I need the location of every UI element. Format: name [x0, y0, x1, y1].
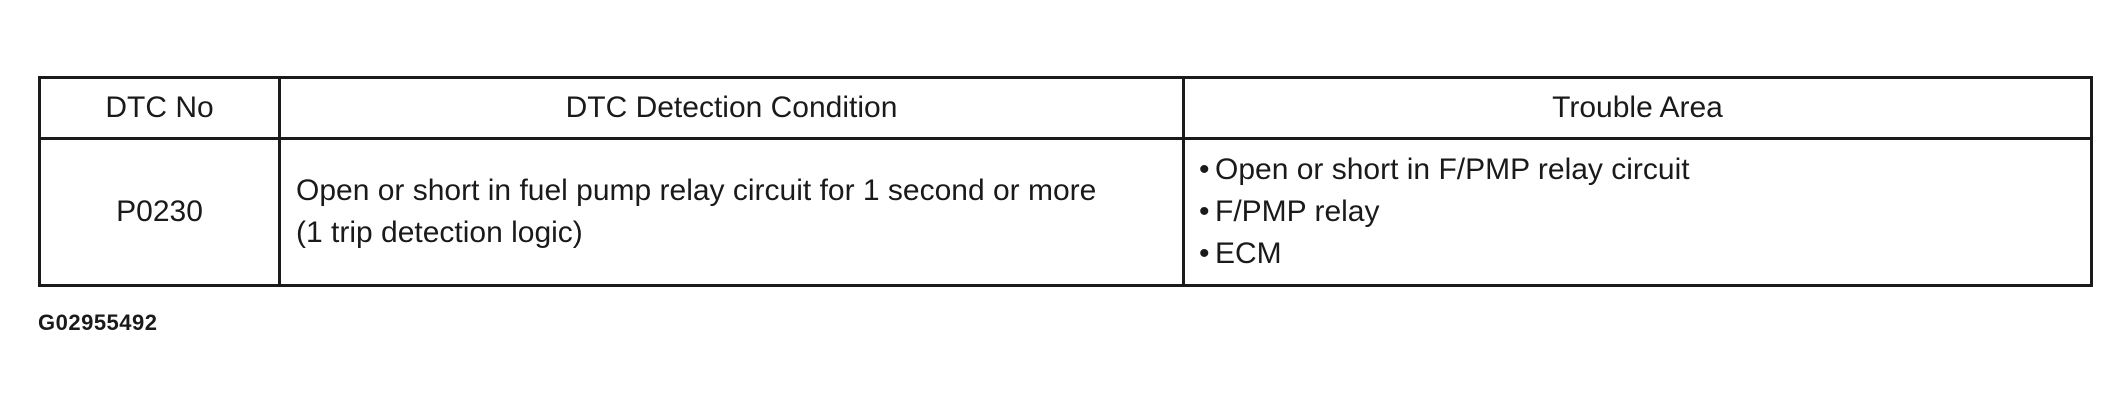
bullet-icon: •: [1199, 237, 1210, 270]
list-item: •Open or short in F/PMP relay circuit: [1199, 149, 2090, 191]
trouble-area-text: ECM: [1215, 237, 1282, 270]
header-dtc-no: DTC No: [38, 76, 281, 140]
trouble-area-text: Open or short in F/PMP relay circuit: [1215, 153, 1690, 186]
trouble-area-text: F/PMP relay: [1215, 195, 1380, 228]
figure-id: G02955492: [38, 310, 158, 335]
header-trouble-area: Trouble Area: [1182, 76, 2093, 140]
list-item: •ECM: [1199, 233, 2090, 275]
header-detection-condition: DTC Detection Condition: [278, 76, 1185, 140]
cell-detection-condition: Open or short in fuel pump relay circuit…: [278, 137, 1185, 287]
bullet-icon: •: [1199, 195, 1210, 228]
cell-dtc-no: P0230: [38, 137, 281, 287]
condition-line: (1 trip detection logic): [296, 216, 583, 249]
condition-line: Open or short in fuel pump relay circuit…: [296, 174, 1097, 207]
trouble-area-list: •Open or short in F/PMP relay circuit •F…: [1199, 149, 2090, 275]
cell-trouble-area: •Open or short in F/PMP relay circuit •F…: [1182, 137, 2093, 287]
bullet-icon: •: [1199, 153, 1210, 186]
table-row: P0230 Open or short in fuel pump relay c…: [38, 137, 2093, 287]
table-header-row: DTC No DTC Detection Condition Trouble A…: [38, 76, 2093, 140]
list-item: •F/PMP relay: [1199, 191, 2090, 233]
dtc-table: DTC No DTC Detection Condition Trouble A…: [38, 76, 2093, 287]
